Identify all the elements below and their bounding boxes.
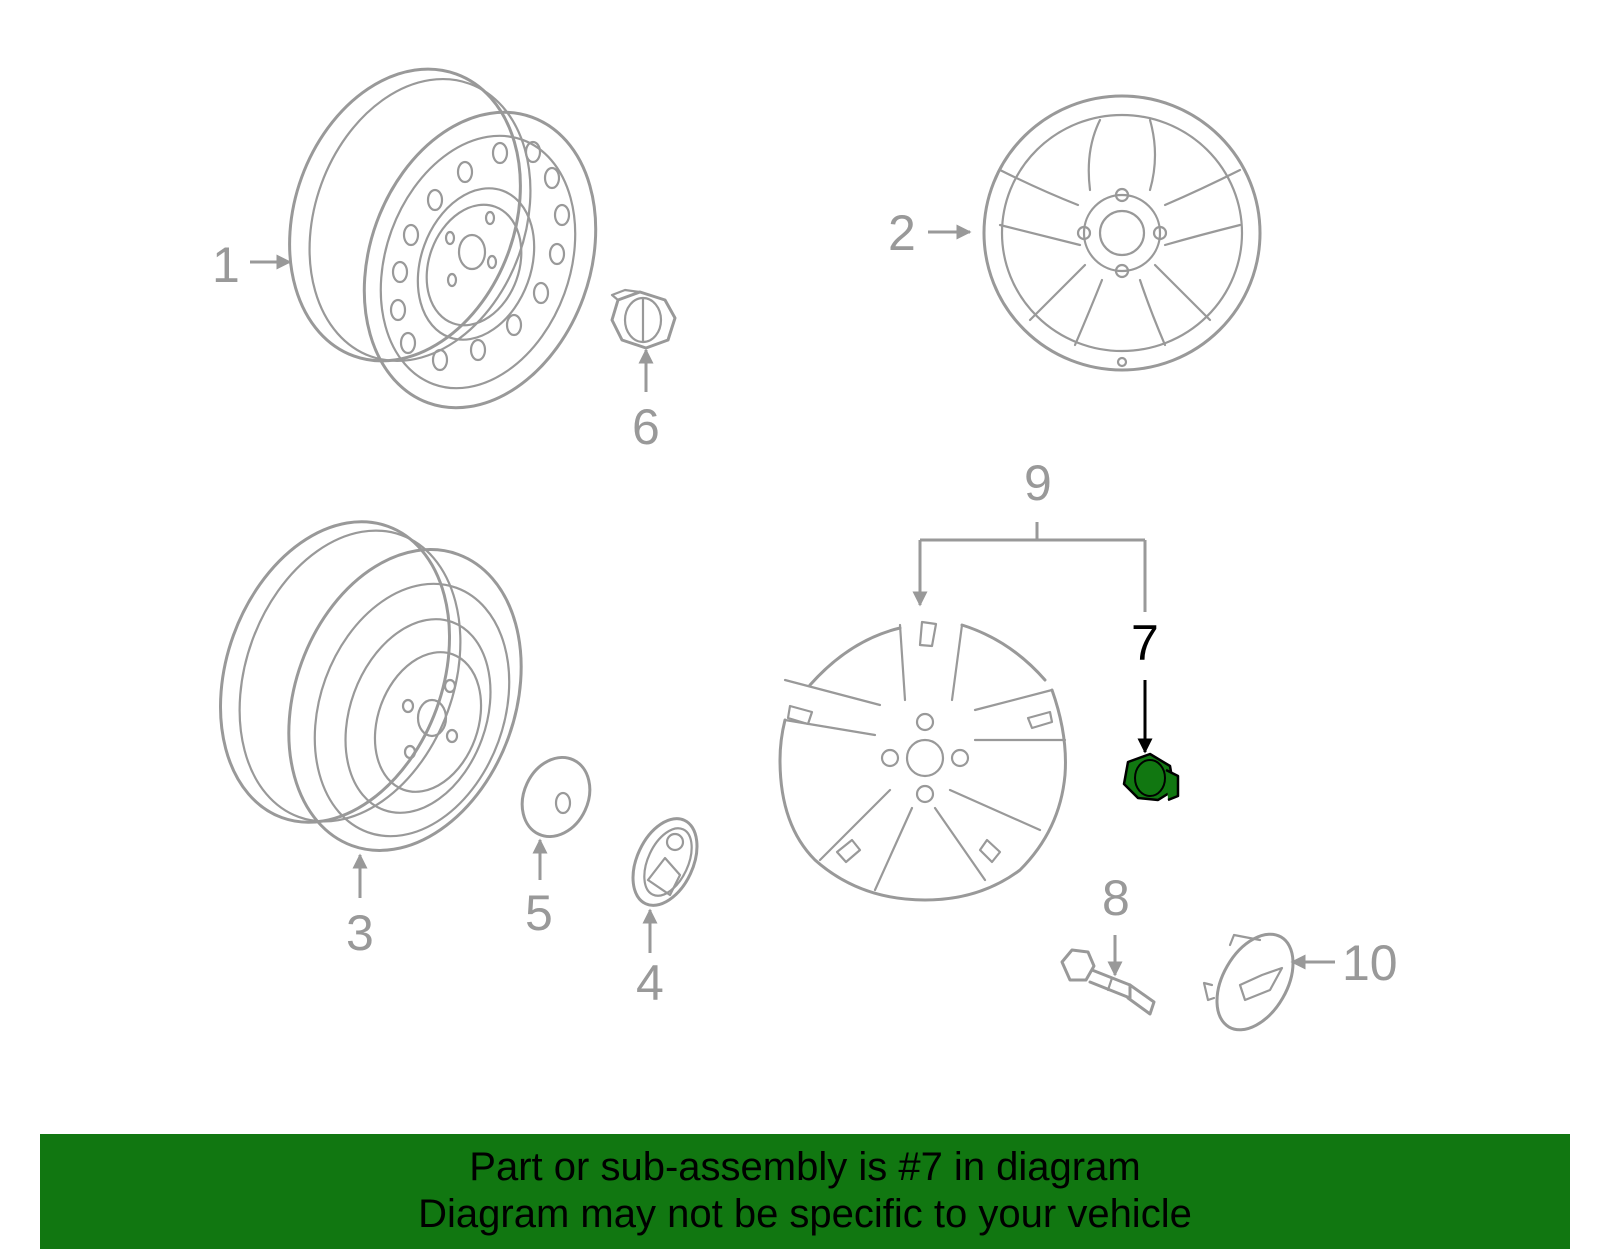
callout-9: 9 [1024, 455, 1052, 511]
center-cap-part-10[interactable] [1201, 921, 1308, 1043]
callout-2: 2 [888, 205, 916, 261]
leader-lines [250, 224, 1335, 977]
callout-10: 10 [1342, 935, 1398, 991]
banner-line-1: Part or sub-assembly is #7 in diagram [469, 1145, 1141, 1189]
callout-labels: 1 2 6 9 7 3 5 4 8 10 [212, 205, 1398, 1011]
callout-8: 8 [1102, 870, 1130, 926]
callout-6: 6 [632, 399, 660, 455]
alloy-wheel-part-2[interactable] [982, 94, 1262, 372]
lug-nut-part-7-highlighted[interactable] [1122, 752, 1180, 802]
callout-3: 3 [346, 905, 374, 961]
callout-1: 1 [212, 237, 240, 293]
alloy-wheel-assembly-part-9[interactable] [778, 620, 1067, 902]
callout-4: 4 [636, 955, 664, 1011]
valve-stem-part-8[interactable] [1060, 948, 1156, 1016]
emblem-part-4[interactable] [620, 808, 710, 915]
callout-7: 7 [1131, 615, 1159, 671]
center-cap-part-5[interactable] [510, 746, 603, 847]
notice-banner: Part or sub-assembly is #7 in diagram Di… [40, 1134, 1570, 1249]
spare-wheel-part-3[interactable] [181, 489, 562, 883]
callout-5: 5 [525, 885, 553, 941]
lug-nut-part-6[interactable] [610, 288, 677, 350]
banner-line-2: Diagram may not be specific to your vehi… [418, 1192, 1192, 1236]
steel-wheel-part-1[interactable] [250, 36, 635, 440]
